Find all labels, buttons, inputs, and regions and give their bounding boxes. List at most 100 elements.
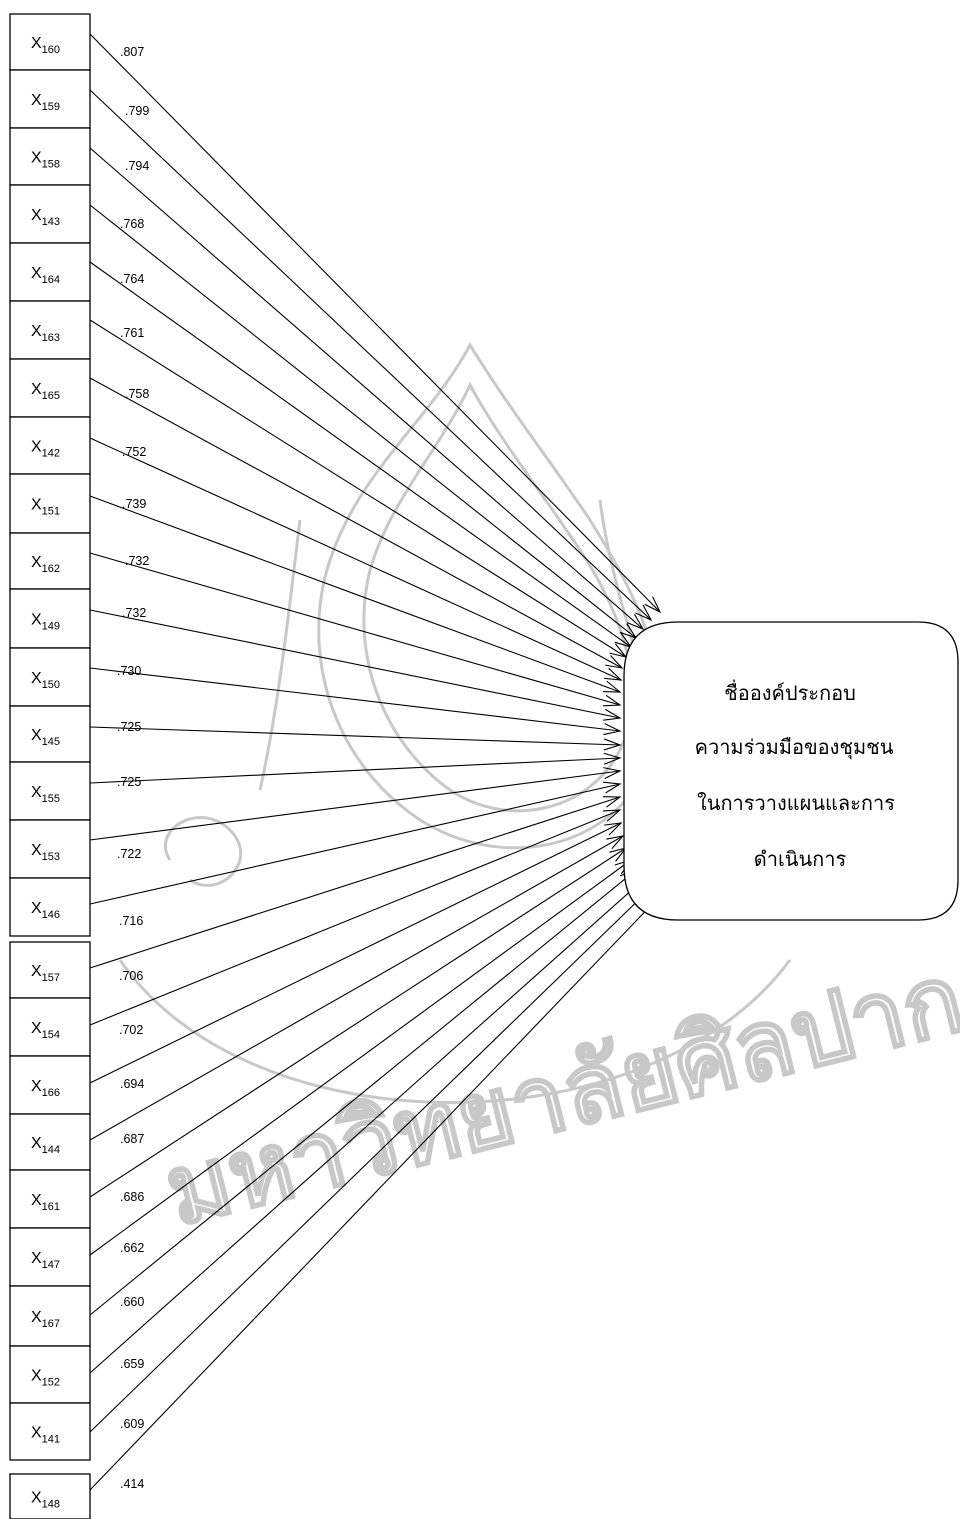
indicator-base: X [31,207,42,224]
loading-147: .662 [120,1241,144,1255]
indicator-box-157 [10,942,90,998]
loading-146: .716 [119,914,143,928]
indicator-base: X [31,784,42,801]
path-line-142 [90,438,621,680]
path-line-159 [90,90,651,620]
indicator-box-143 [10,185,90,243]
indicator-x160: X160 [10,14,90,70]
indicator-base: X [31,1078,42,1095]
indicator-box-165 [10,359,90,417]
indicator-box-145 [10,706,90,762]
indicator-box-162 [10,533,90,589]
indicator-box-159 [10,70,90,128]
indicator-subscript: 153 [42,851,60,863]
indicator-box-163 [10,301,90,359]
indicator-base: X [31,1135,42,1152]
indicator-x157: X157 [10,942,90,998]
indicator-x161: X161 [10,1170,90,1228]
indicator-subscript: 155 [42,793,60,805]
loading-153: .722 [117,847,141,861]
indicator-base: X [31,670,42,687]
indicator-base: X [31,381,42,398]
indicator-subscript: 164 [42,274,60,286]
indicator-subscript: 167 [42,1318,60,1330]
indicator-x153: X153 [10,820,90,878]
path-line-155 [90,758,620,783]
indicator-subscript: 159 [42,101,60,113]
seal-left-staff [260,520,300,790]
loading-148: .414 [120,1477,144,1491]
path-line-163 [90,320,626,657]
loading-145: .725 [117,720,141,734]
indicator-box-149 [10,589,90,648]
indicator-x163: X163 [10,301,90,359]
indicator-subscript: 144 [42,1144,60,1156]
indicator-subscript: 163 [42,332,60,344]
loading-141: .609 [120,1417,144,1431]
indicator-box-146 [10,878,90,936]
indicator-subscript: 158 [42,159,60,171]
indicator-subscript: 146 [42,909,60,921]
factor-label-line-2: ความร่วมมือของชุมชน [695,735,894,760]
indicator-x155: X155 [10,762,90,820]
indicator-subscript: 147 [42,1259,60,1271]
indicator-box-166 [10,1056,90,1114]
indicator-x146: X146 [10,878,90,936]
indicator-box-151 [10,474,90,533]
indicator-subscript: 145 [42,736,60,748]
path-lines [90,34,660,1490]
indicator-subscript: 151 [42,506,60,518]
arrowhead-142 [604,668,621,680]
indicator-box-147 [10,1228,90,1286]
loading-160: .807 [120,45,144,59]
indicator-box-150 [10,648,90,706]
indicator-base: X [31,1250,42,1267]
path-line-165 [90,378,622,668]
indicator-subscript: 157 [42,972,60,984]
path-line-164 [90,262,631,647]
path-line-143 [90,205,636,638]
loading-165: .758 [125,387,149,401]
indicator-base: X [31,92,42,109]
factor-label-line-1: ชื่อองค์ประกอบ [724,679,856,705]
indicator-subscript: 148 [42,1499,60,1511]
arrowhead-166 [604,823,621,835]
indicator-boxes: X160X159X158X143X164X163X165X142X151X162… [10,14,90,1519]
factor-node: ชื่อองค์ประกอบ ความร่วมมือของชุมชน ในการ… [624,622,958,920]
indicator-x158: X158 [10,128,90,185]
indicator-base: X [31,1425,42,1442]
indicator-x167: X167 [10,1286,90,1346]
indicator-base: X [31,497,42,514]
indicator-base: X [31,554,42,571]
path-line-145 [90,727,620,745]
indicator-base: X [31,265,42,282]
indicator-x162: X162 [10,533,90,589]
loading-157: .706 [119,969,143,983]
indicator-base: X [31,1192,42,1209]
indicator-subscript: 141 [42,1434,60,1446]
indicator-subscript: 150 [42,679,60,691]
indicator-base: X [31,35,42,52]
indicator-box-142 [10,417,90,474]
loading-155: .725 [117,775,141,789]
indicator-x141: X141 [10,1403,90,1460]
indicator-x154: X154 [10,998,90,1056]
loading-163: .761 [120,326,144,340]
indicator-subscript: 154 [42,1029,60,1041]
indicator-x152: X152 [10,1346,90,1403]
path-line-153 [90,771,620,840]
indicator-base: X [31,900,42,917]
indicator-subscript: 166 [42,1087,60,1099]
indicator-x150: X150 [10,648,90,706]
loading-150: .730 [117,664,141,678]
path-line-151 [90,496,620,692]
loading-154: .702 [119,1023,143,1037]
indicator-base: X [31,439,42,456]
indicator-box-158 [10,128,90,185]
loading-161: .686 [120,1190,144,1204]
path-line-150 [90,668,620,731]
loading-158: .794 [125,159,149,173]
loading-143: .768 [120,217,144,231]
path-line-154 [90,810,620,1025]
